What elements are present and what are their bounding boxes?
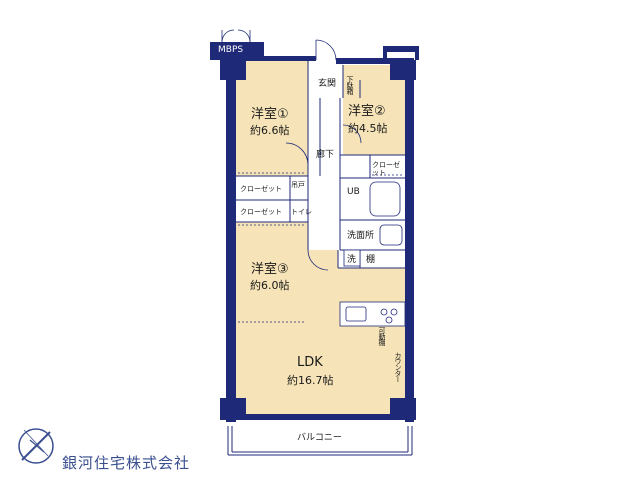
western-room-1-name: 洋室①	[251, 107, 289, 122]
stove-burner	[385, 316, 393, 324]
ldk-size: 約16.7帖	[287, 374, 334, 387]
wall-right	[405, 58, 414, 422]
western-room-3-name: 洋室③	[251, 262, 289, 277]
hallway-area	[320, 98, 340, 250]
western-room-2-name: 洋室②	[348, 104, 386, 119]
washer-space	[343, 249, 361, 267]
unit-bath-label: UB	[347, 187, 360, 197]
wall-top-right	[336, 58, 414, 64]
western-room-3-area	[236, 222, 308, 326]
movable-shelf-label: 可動棚	[378, 327, 386, 345]
small-closet-label: クローゼット	[372, 161, 400, 177]
wall-stub-top-right-post	[415, 46, 419, 60]
wall-bottom	[226, 414, 416, 420]
pillar-bottom-right	[390, 398, 416, 420]
wall-stub-top-right	[383, 46, 419, 52]
shoe-box-label: 下駄箱	[346, 76, 354, 94]
wall-top-left	[226, 56, 316, 61]
washer-label: 洗	[347, 255, 357, 265]
western-room-3-size: 約6.0帖	[250, 279, 290, 292]
bathtub	[369, 181, 401, 217]
toilet-label: トイレ	[291, 208, 312, 216]
kitchen-sink	[345, 306, 367, 322]
pillar-top-left	[220, 60, 246, 80]
closet-a-label: クローゼット	[240, 185, 282, 193]
ldk-name: LDK	[297, 355, 323, 370]
shelf-label: 棚	[366, 255, 376, 265]
ldk-area	[236, 326, 406, 414]
storage-label: 吊戸	[291, 181, 305, 189]
wash-basin	[379, 224, 403, 246]
entrance-area	[310, 68, 343, 98]
wall-left	[226, 56, 236, 422]
company-logo-icon	[18, 428, 54, 464]
stove-burner	[390, 308, 398, 316]
pillar-top-right	[390, 60, 416, 80]
closet-b-label: クローゼット	[240, 208, 282, 216]
stove-burner	[380, 308, 388, 316]
western-room-1-size: 約6.6帖	[250, 124, 290, 137]
mbps-label: MBPS	[218, 45, 244, 55]
western-room-2-size: 約4.5帖	[348, 122, 388, 135]
hallway-label: 廊下	[316, 150, 335, 160]
mbps-box	[210, 42, 264, 60]
entrance-label: 玄関	[318, 79, 337, 89]
western-room-1-area	[236, 60, 308, 176]
pillar-bottom-left	[220, 398, 246, 420]
wall-stub-top-right-post	[383, 46, 387, 60]
counter-label: カウンター	[394, 352, 402, 382]
company-name: 銀河住宅株式会社	[62, 454, 191, 472]
balcony-label: バルコニー	[297, 433, 342, 443]
washroom-label: 洗面所	[347, 231, 375, 241]
